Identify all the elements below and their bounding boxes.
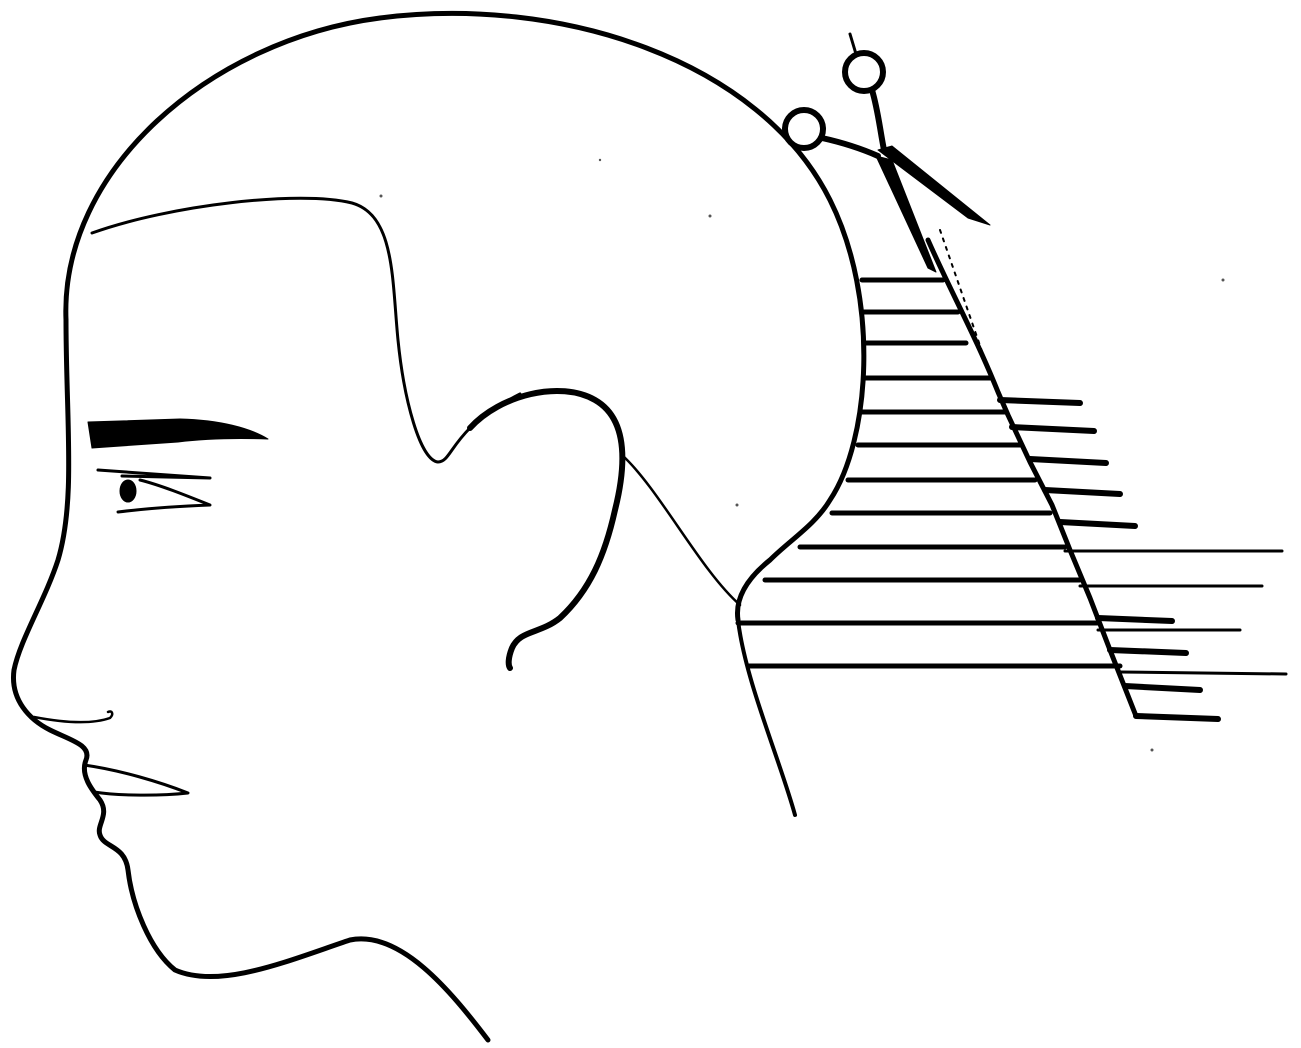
nostril-line	[34, 711, 112, 722]
face-profile	[13, 320, 488, 1040]
hair-projection-lines	[1000, 400, 1286, 719]
projection-line	[1136, 716, 1218, 719]
projection-line	[1000, 400, 1080, 403]
ear-outline	[470, 391, 622, 668]
speck	[1222, 279, 1225, 282]
speck	[736, 504, 739, 507]
eye-pupil	[120, 480, 136, 502]
projection-line	[1012, 427, 1094, 431]
scissors-ring-lower	[785, 110, 823, 148]
speck	[709, 215, 712, 218]
speck	[1151, 749, 1154, 752]
eye-upper-lid	[98, 470, 210, 478]
hair-section-lines-upper	[738, 280, 1120, 666]
scissors-blade-lower	[876, 156, 936, 272]
scissors-shank-lower	[822, 138, 878, 156]
projection-line	[1098, 618, 1172, 621]
upper-lip	[84, 765, 188, 795]
projection-line	[1030, 459, 1106, 463]
head-outline	[66, 13, 864, 620]
speck	[599, 159, 601, 161]
scissors-icon	[785, 34, 990, 272]
neck-back-line	[738, 620, 795, 815]
projection-line	[1110, 650, 1186, 653]
scissors-tang	[850, 34, 856, 54]
projection-line	[1120, 672, 1286, 674]
scissors-ring-upper	[845, 53, 883, 91]
scissors-shank-upper	[872, 90, 884, 150]
speck	[380, 195, 383, 198]
eyebrow	[88, 419, 268, 448]
jaw-neck-line	[622, 455, 740, 605]
projection-line	[1045, 490, 1120, 494]
projection-line	[1060, 522, 1135, 526]
projection-line	[1125, 686, 1200, 690]
